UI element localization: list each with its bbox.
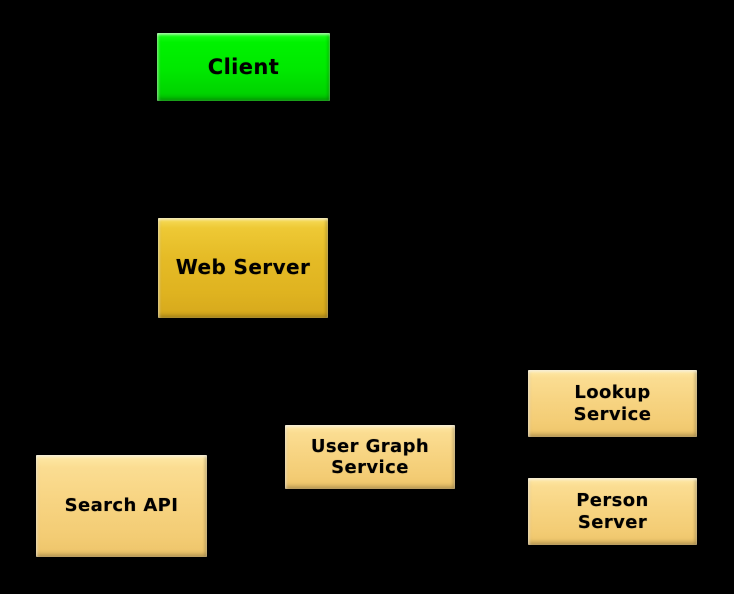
node-person-server[interactable]: Person Server [528, 478, 697, 545]
node-label-lookup-service: Lookup Service [573, 382, 652, 425]
node-label-web-server: Web Server [175, 255, 311, 280]
node-user-graph-service[interactable]: User Graph Service [285, 425, 455, 489]
node-label-person-server: Person Server [576, 490, 649, 533]
node-lookup-service[interactable]: Lookup Service [528, 370, 697, 437]
node-web-server[interactable]: Web Server [158, 218, 328, 318]
node-client[interactable]: Client [157, 33, 330, 101]
node-label-user-graph-service: User Graph Service [310, 435, 430, 478]
node-label-client: Client [207, 54, 280, 79]
node-label-search-api: Search API [64, 495, 179, 517]
node-search-api[interactable]: Search API [36, 455, 207, 557]
